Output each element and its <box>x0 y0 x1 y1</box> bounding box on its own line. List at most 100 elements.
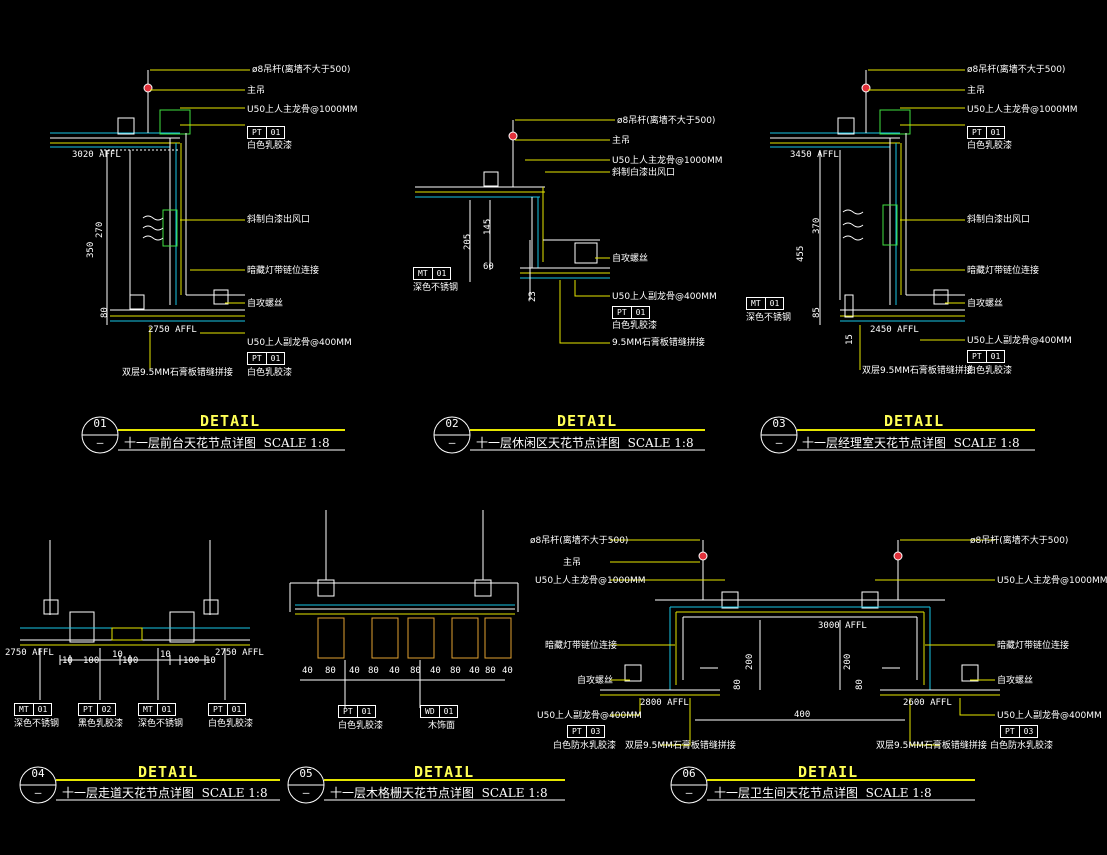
callout-hanger-rod: ø8吊杆(离墙不大于500) <box>617 116 716 126</box>
detail-heading: DETAIL <box>200 412 261 430</box>
callout-sub-keel: U50上人副龙骨@400MM <box>612 292 717 302</box>
callout-main-hanger: 主吊 <box>967 86 986 96</box>
material-label: 白色乳胶漆 <box>247 368 293 378</box>
callout-sub-keel: U50上人副龙骨@400MM <box>537 711 642 721</box>
dimension: 100 <box>183 656 200 666</box>
material-label: 深色不锈钢 <box>138 719 184 729</box>
detail-caption: 十一层休闲区天花节点详图 SCALE 1:8 <box>476 436 694 450</box>
dimension: 10 <box>160 650 171 660</box>
callout-gypsum: 双层9.5MM石膏板错缝拼接 <box>862 366 973 376</box>
material-label: 白色乳胶漆 <box>967 366 1013 376</box>
dimension: 10 <box>62 656 73 666</box>
detail-number: 06 <box>682 767 696 780</box>
detail-sheet-dash: — <box>775 436 783 449</box>
dimension: 40 <box>430 666 441 676</box>
callout-sub-keel: U50上人副龙骨@400MM <box>967 336 1072 346</box>
level-mark: 2800 AFFL <box>640 698 689 708</box>
dimension: 100 <box>122 656 139 666</box>
detail-heading: DETAIL <box>138 763 199 781</box>
callout-screw: 自攻螺丝 <box>577 676 614 686</box>
detail-06-drawing <box>600 539 1000 746</box>
detail-caption: 十一层前台天花节点详图 SCALE 1:8 <box>124 436 330 450</box>
detail-caption: 十一层走道天花节点详图 SCALE 1:8 <box>62 786 268 800</box>
dimension: 400 <box>794 710 811 720</box>
detail-02-drawing <box>415 119 615 344</box>
detail-number: 02 <box>445 417 459 430</box>
dimension: 270 <box>95 221 105 238</box>
callout-main-keel: U50上人主龙骨@1000MM <box>967 105 1078 115</box>
level-mark: 3450 AFFL <box>790 150 839 160</box>
dimension: 80 <box>855 679 865 690</box>
material-label: 白色防水乳胶漆 <box>990 741 1054 751</box>
material-label: 白色防水乳胶漆 <box>553 741 617 751</box>
detail-caption: 十一层经理室天花节点详图 SCALE 1:8 <box>802 436 1020 450</box>
dimension: 455 <box>796 245 806 262</box>
callout-hanger-rod: ø8吊杆(离墙不大于500) <box>967 65 1066 75</box>
material-label: 深色不锈钢 <box>746 313 792 323</box>
callout-main-keel: U50上人主龙骨@1000MM <box>247 105 358 115</box>
dimension: 10 <box>112 650 123 660</box>
callout-gypsum: 9.5MM石膏板错缝拼接 <box>612 338 705 348</box>
dimension: 100 <box>83 656 100 666</box>
detail-05-drawing <box>289 510 519 708</box>
dimension: 145 <box>483 218 493 235</box>
level-mark: 3020 AFFL <box>72 150 121 160</box>
dimension: 80 <box>100 307 110 318</box>
callout-screw: 自攻螺丝 <box>247 299 284 309</box>
detail-sheet-dash: — <box>302 786 310 799</box>
material-label: 白色乳胶漆 <box>338 721 384 731</box>
callout-light-strip: 暗藏灯带链位连接 <box>967 266 1040 276</box>
callout-vent: 斜制白漆出风口 <box>612 168 676 178</box>
level-mark: 2600 AFFL <box>903 698 952 708</box>
dimension: 60 <box>483 262 494 272</box>
callout-vent: 斜制白漆出风口 <box>967 215 1031 225</box>
callout-main-hanger: 主吊 <box>612 136 631 146</box>
dimension: 350 <box>86 241 96 258</box>
detail-number: 05 <box>299 767 313 780</box>
dimension: 15 <box>845 334 855 345</box>
callout-main-keel: U50上人主龙骨@1000MM <box>997 576 1107 586</box>
dimension: 205 <box>463 233 473 250</box>
callout-main-keel: U50上人主龙骨@1000MM <box>535 576 646 586</box>
detail-04-drawing <box>20 540 250 700</box>
dimension: 40 <box>469 666 480 676</box>
detail-sheet-dash: — <box>34 786 42 799</box>
detail-number: 03 <box>772 417 786 430</box>
material-label: 白色乳胶漆 <box>612 321 658 331</box>
dimension: 85 <box>812 307 822 318</box>
detail-sheet-dash: — <box>685 786 693 799</box>
callout-sub-keel: U50上人副龙骨@400MM <box>247 338 352 348</box>
callout-hanger-rod: ø8吊杆(离墙不大于500) <box>530 536 629 546</box>
dimension: 80 <box>485 666 496 676</box>
detail-sheet-dash: — <box>96 436 104 449</box>
material-label: 木饰面 <box>428 721 456 731</box>
detail-01-drawing <box>50 69 250 370</box>
callout-sub-keel: U50上人副龙骨@400MM <box>997 711 1102 721</box>
callout-gypsum: 双层9.5MM石膏板错缝拼接 <box>876 741 987 751</box>
dimension: 80 <box>410 666 421 676</box>
callout-gypsum: 双层9.5MM石膏板错缝拼接 <box>625 741 736 751</box>
material-label: 白色乳胶漆 <box>247 141 293 151</box>
dimension: 40 <box>302 666 313 676</box>
callout-main-hanger: 主吊 <box>563 558 582 568</box>
level-mark: 3000 AFFL <box>818 621 867 631</box>
callout-main-keel: U50上人主龙骨@1000MM <box>612 156 723 166</box>
callout-vent: 斜制白漆出风口 <box>247 215 311 225</box>
callout-light-strip: 暗藏灯带链位连接 <box>997 641 1070 651</box>
title-block-lines <box>19 416 1035 804</box>
dimension: 200 <box>843 653 853 670</box>
detail-sheet-dash: — <box>448 436 456 449</box>
